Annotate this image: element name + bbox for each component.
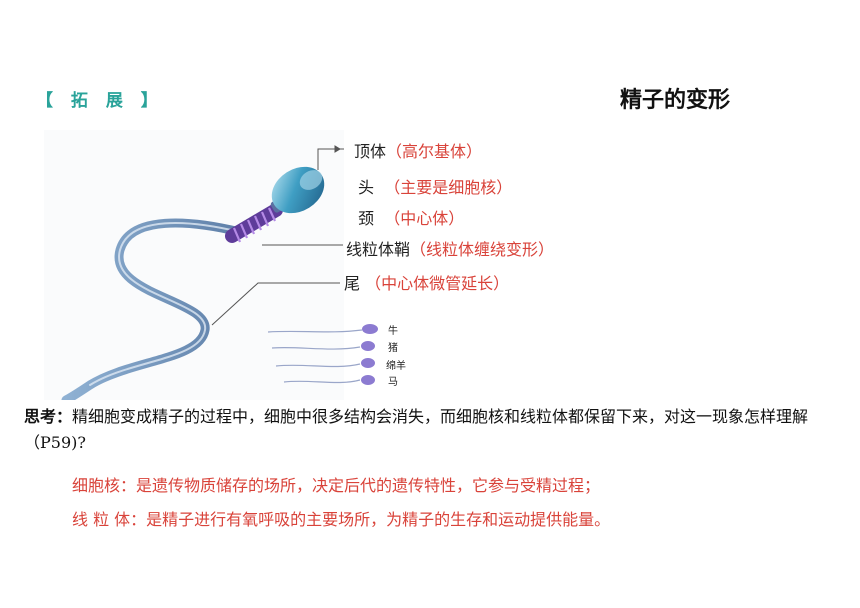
species-label-horse: 马 [388, 377, 398, 388]
label-tail-part: 尾 [344, 274, 361, 293]
leader-arrow [334, 145, 341, 153]
label-acrosome-part: 顶体 [354, 142, 387, 161]
species-sperm-group [267, 324, 378, 385]
question-body: 精细胞变成精子的过程中，细胞中很多结构会消失，而细胞核和线粒体都保留下来，对这一… [24, 407, 809, 452]
acrosome [299, 170, 323, 190]
species-label-cattle: 牛 [388, 326, 398, 337]
answer-nucleus: 细胞核：是遗传物质储存的场所，决定后代的遗传特性，它参与受精过程； [72, 476, 601, 495]
label-head: 头 （主要是细胞核） [358, 174, 512, 198]
species-sperm-pig [271, 341, 375, 351]
expand-tag: 【 拓 展 】 [36, 91, 164, 111]
species-sperm-horse [283, 375, 375, 385]
species-sperm-cattle [267, 324, 378, 334]
species-label-sheep: 绵羊 [386, 361, 406, 372]
species-sperm-sheep [275, 358, 375, 368]
mitochondrial-coils [232, 207, 276, 243]
label-head-part: 头 [358, 178, 375, 197]
label-sheath-desc: （线粒体缠绕变形） [410, 240, 555, 259]
label-tail: 尾 （中心体微管延长） [344, 270, 509, 294]
question-prefix: 思考： [24, 407, 73, 426]
slide-title: 精子的变形 [620, 88, 731, 113]
leader-tail [211, 282, 340, 326]
sperm-diagram [61, 145, 378, 400]
label-neck-desc: （中心体） [384, 209, 465, 228]
mitochondrial-sheath [225, 203, 283, 243]
label-acrosome: 顶体（高尔基体） [354, 138, 482, 162]
question-text: 思考：精细胞变成精子的过程中，细胞中很多结构会消失，而细胞核和线粒体都保留下来，… [24, 404, 844, 456]
label-tail-desc: （中心体微管延长） [365, 274, 510, 293]
label-neck-part: 颈 [358, 209, 375, 228]
label-acrosome-desc: （高尔基体） [386, 142, 483, 161]
answer-mitochondria: 线 粒 体：是精子进行有氧呼吸的主要场所，为精子的生存和运动提供能量。 [72, 510, 611, 529]
species-label-pig: 猪 [388, 343, 398, 354]
label-neck: 颈 （中心体） [358, 205, 464, 229]
label-sheath-part: 线粒体鞘 [346, 240, 411, 259]
label-head-desc: （主要是细胞核） [384, 178, 513, 197]
label-sheath: 线粒体鞘（线粒体缠绕变形） [346, 236, 554, 260]
